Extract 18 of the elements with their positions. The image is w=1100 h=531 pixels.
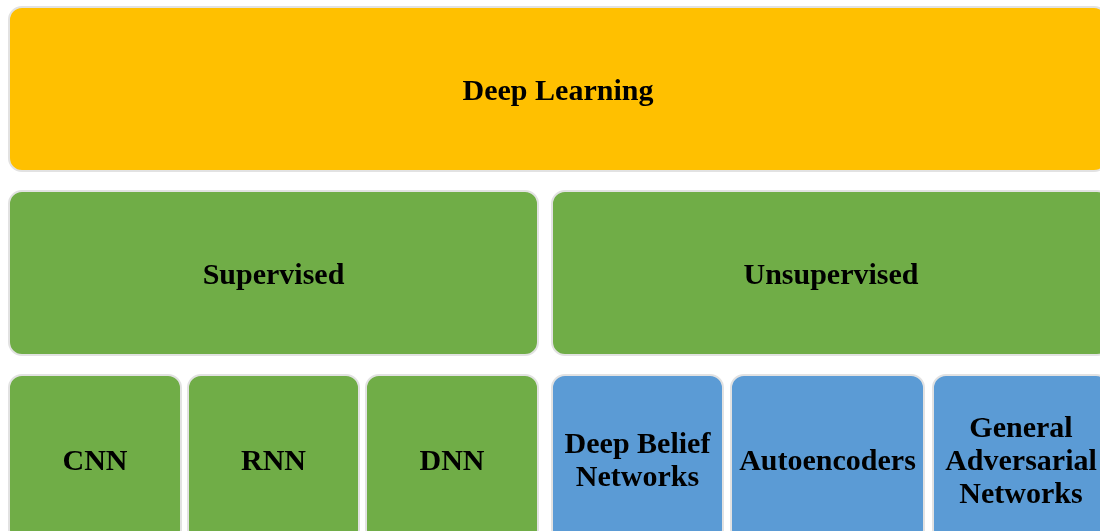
category-label: Supervised	[201, 256, 346, 290]
category-label: DNN	[418, 442, 486, 476]
category-box	[187, 374, 360, 531]
category-box	[365, 374, 539, 531]
category-label: General Adversarial Networks	[944, 409, 1098, 509]
category-label: Unsupervised	[742, 256, 920, 290]
category-box	[551, 190, 1100, 356]
category-label: Autoencoders	[738, 442, 917, 476]
category-label: RNN	[240, 442, 307, 476]
category-box	[8, 6, 1100, 172]
category-box	[8, 374, 182, 531]
category-label: CNN	[61, 442, 129, 476]
category-box	[551, 374, 724, 531]
category-box	[8, 190, 539, 356]
category-box	[730, 374, 925, 531]
category-label: Deep Learning	[461, 72, 655, 106]
category-label: Deep Belief Networks	[563, 426, 712, 492]
category-box	[932, 374, 1100, 531]
